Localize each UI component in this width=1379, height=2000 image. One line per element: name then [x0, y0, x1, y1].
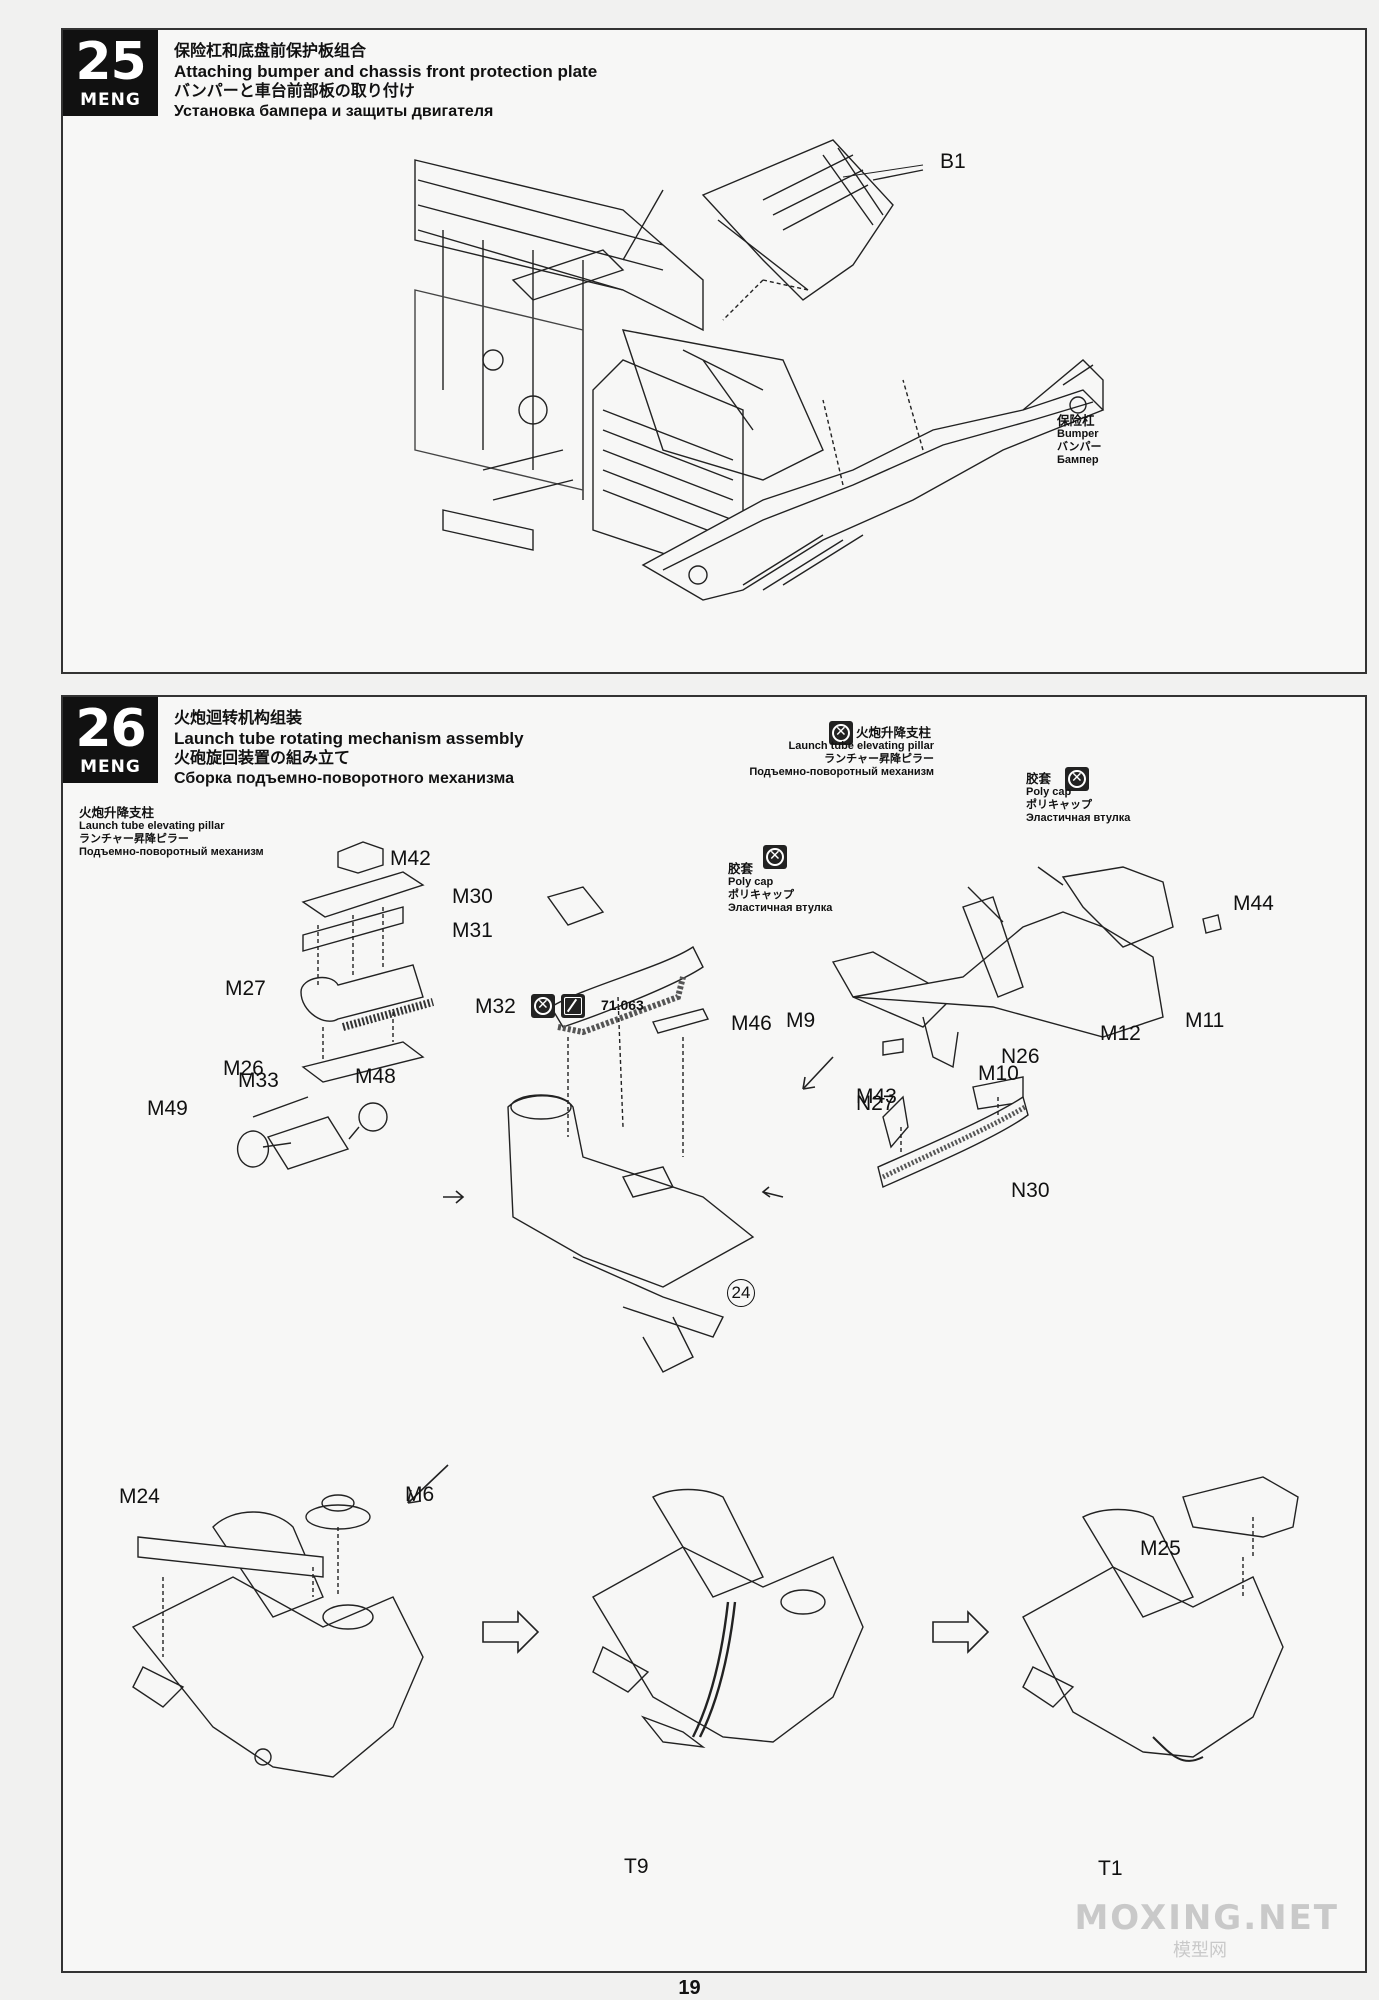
- step-25-panel: 25 MENG 保险杠和底盘前保护板组合 Attaching bumper an…: [61, 28, 1367, 674]
- bumper-drawing: [641, 359, 1105, 601]
- page-number: 19: [678, 1977, 701, 1999]
- watermark-site: MOXING.NET: [1074, 1898, 1339, 1938]
- part-label-m43: M43: [856, 1085, 897, 1108]
- pillar-note-left-ja: ランチャー昇降ピラー: [79, 833, 189, 845]
- bumper-note: 保险杠 Bumper バンパー Бампер: [1057, 415, 1102, 467]
- pillar-note-top: 火炮升降支柱 Launch tube elevating pillar ランチャ…: [732, 727, 934, 779]
- part-label-n26: N26: [1001, 1045, 1040, 1068]
- title-zh: 火炮迴转机构组装: [174, 710, 303, 727]
- title-ja: 火砲旋回装置の組み立て: [174, 750, 351, 767]
- polycap-note-b-en: Poly cap: [1026, 786, 1072, 798]
- pillar-note-left-en: Launch tube elevating pillar: [79, 820, 225, 832]
- chassis-drawing: [414, 159, 824, 571]
- polycap-note-a: 胶套 Poly cap ポリキャップ Эластичная втулка: [728, 863, 832, 915]
- no-glue-icon: [829, 721, 853, 745]
- bumper-note-en: Bumper: [1057, 428, 1099, 440]
- part-label-n30: N30: [1011, 1179, 1050, 1202]
- part-label-m27: M27: [225, 977, 266, 1000]
- direction-arrows: [407, 1056, 990, 1654]
- part-label-m10: M10: [978, 1062, 1019, 1085]
- part-label-m30: M30: [452, 885, 493, 908]
- step-titles: 火炮迴转机构组装 Launch tube rotating mechanism …: [174, 709, 524, 789]
- step-badge: 26 MENG: [63, 697, 158, 783]
- part-label-m33: M33: [238, 1069, 279, 1092]
- title-ru: Сборка подъемно-поворотного механизма: [174, 770, 515, 787]
- watermark-sub: 模型网: [1173, 1940, 1227, 1960]
- part-label-m26: M26: [223, 1057, 264, 1080]
- pillar-note-left-ru: Подъемно-поворотный механизм: [79, 846, 264, 858]
- step-number: 26: [75, 699, 146, 759]
- polycap-note-a-en: Poly cap: [728, 876, 774, 888]
- brand-logo: MENG: [80, 757, 141, 777]
- part-label-m6: M6: [405, 1483, 435, 1506]
- part-label-m48: M48: [355, 1065, 396, 1088]
- bumper-note-ru: Бампер: [1057, 454, 1099, 466]
- part-label-m32: M32: [475, 995, 516, 1018]
- pillar-note-top-en: Launch tube elevating pillar: [788, 740, 934, 752]
- step-26-panel: 26 MENG 火炮迴转机构组装 Launch tube rotating me…: [61, 695, 1367, 1973]
- pillar-note-left-zh: 火炮升降支柱: [79, 806, 155, 820]
- pillar-bracket-drawing: [831, 866, 1222, 1069]
- part-label-m31: M31: [452, 919, 493, 942]
- part-label-m11: M11: [1185, 1009, 1225, 1032]
- step-badge: 25 MENG: [63, 30, 158, 116]
- no-glue-icon: [531, 994, 555, 1018]
- paint-code: 71.063: [601, 997, 644, 1013]
- bottom-middle-assembly-drawing: [592, 1488, 864, 1749]
- bottom-right-assembly-drawing: [1022, 1476, 1299, 1762]
- bottom-left-assembly-drawing: [131, 1494, 424, 1778]
- part-label-m12: M12: [1100, 1022, 1141, 1045]
- polycap-note-b: 胶套 Poly cap ポリキャップ Эластичная втулка: [1026, 773, 1130, 825]
- polycap-note-a-ja: ポリキャップ: [728, 889, 794, 901]
- motor-parts-drawing: [236, 1096, 388, 1170]
- part-label-t9: T9: [624, 1855, 649, 1878]
- bumper-note-zh: 保险杠: [1057, 414, 1095, 428]
- polycap-note-a-ru: Эластичная втулка: [728, 902, 833, 914]
- brand-logo: MENG: [80, 90, 141, 110]
- polycap-note-b-ru: Эластичная втулка: [1026, 812, 1131, 824]
- step-number: 25: [75, 32, 146, 92]
- step-titles: 保险杠和底盘前保护板组合 Attaching bumper and chassi…: [174, 42, 597, 122]
- protection-plate-b1-drawing: [701, 139, 924, 321]
- pillar-note-left: 火炮升降支柱 Launch tube elevating pillar ランチャ…: [79, 807, 264, 859]
- pillar-note-top-ja: ランチャー昇降ピラー: [824, 753, 934, 765]
- paint-icon: [561, 994, 585, 1018]
- title-en: Launch tube rotating mechanism assembly: [174, 729, 524, 748]
- step-reference-circle: 24: [727, 1279, 755, 1307]
- elevating-pillar-parts-drawing: [300, 841, 435, 1083]
- title-ja: バンパーと車台前部板の取り付け: [174, 83, 415, 100]
- rotating-base-drawing: [507, 886, 755, 1373]
- part-label-m9: M9: [786, 1009, 816, 1032]
- part-label-m44: M44: [1233, 892, 1274, 915]
- part-label-n27: N27: [856, 1092, 895, 1115]
- part-label-m25: M25: [1140, 1537, 1181, 1560]
- step-25-illustration: [414, 139, 1105, 601]
- polycap-note-b-zh: 胶套: [1026, 772, 1052, 786]
- polycap-note-b-ja: ポリキャップ: [1026, 799, 1092, 811]
- part-label-m42: M42: [390, 847, 431, 870]
- part-label-t1: T1: [1098, 1857, 1123, 1880]
- gear-segment-drawing: [877, 1076, 1029, 1188]
- title-zh: 保险杠和底盘前保护板组合: [174, 43, 367, 60]
- part-label-m24: M24: [119, 1485, 160, 1508]
- title-en: Attaching bumper and chassis front prote…: [174, 62, 598, 81]
- bumper-note-ja: バンパー: [1057, 441, 1102, 453]
- part-label-m46: M46: [731, 1012, 772, 1035]
- title-ru: Установка бампера и защиты двигателя: [174, 103, 494, 120]
- no-glue-icon: [763, 845, 787, 869]
- pillar-note-top-ru: Подъемно-поворотный механизм: [749, 766, 934, 778]
- step-26-illustration: [131, 841, 1299, 1778]
- polycap-note-a-zh: 胶套: [728, 862, 754, 876]
- no-glue-icon: [1065, 767, 1089, 791]
- part-label-b1: B1: [940, 150, 966, 173]
- part-label-m49: M49: [147, 1097, 188, 1120]
- pillar-note-top-zh: 火炮升降支柱: [856, 726, 932, 740]
